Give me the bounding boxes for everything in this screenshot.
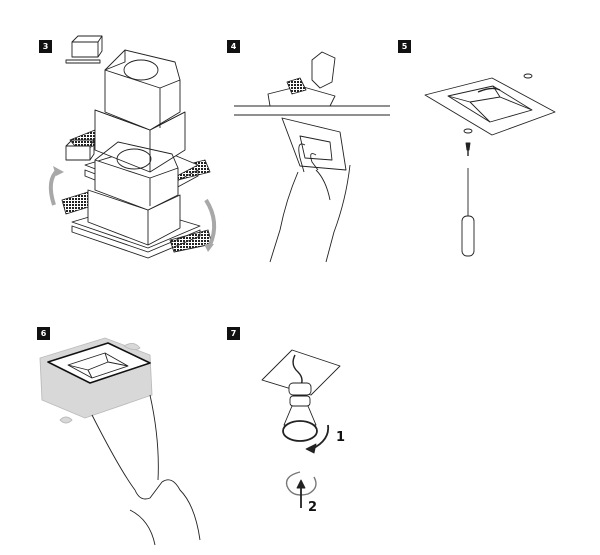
rotate-step-label: 1 <box>336 430 345 445</box>
step-4-insert-illustration <box>234 51 390 263</box>
step-5-badge: 5 <box>398 40 411 53</box>
step-6-badge: 6 <box>37 327 50 340</box>
step-3-frame-bottom-illustration <box>48 139 217 259</box>
step-7-badge: 7 <box>227 327 240 340</box>
step-4-badge: 4 <box>227 40 240 53</box>
step-5-screw-illustration <box>424 73 556 257</box>
step-6-plaster-illustration <box>39 337 201 546</box>
step-7-lamp-illustration: 1 2 <box>261 349 345 515</box>
step-3-badge: 3 <box>39 40 52 53</box>
push-step-label: 2 <box>308 500 317 515</box>
